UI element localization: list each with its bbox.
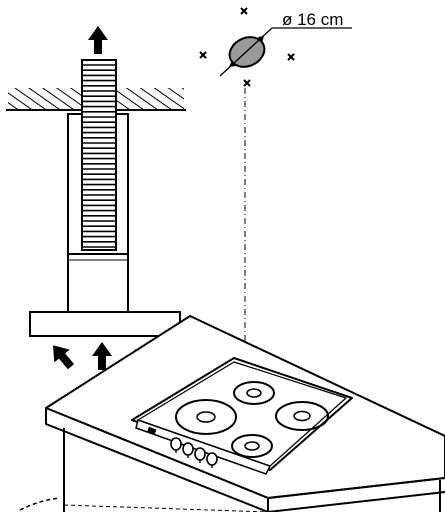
dimension-line [219, 27, 273, 77]
cooking-zone [175, 399, 237, 435]
hob-indicator [147, 426, 157, 435]
hood-canopy [29, 311, 181, 337]
control-knob-icon [206, 452, 218, 468]
lower-chimney-section [67, 253, 129, 313]
floor-line [19, 497, 61, 511]
hob-control-knobs [170, 437, 218, 468]
hob-control-strip [135, 419, 272, 475]
fixing-point-icon [243, 79, 251, 87]
fixing-point-icon [287, 53, 295, 61]
control-knob-icon [170, 437, 182, 453]
up-arrow-icon [88, 26, 108, 54]
flexible-duct [81, 59, 117, 251]
duct-diameter-label: ø 16 cm [282, 10, 343, 29]
intake-arrow-icon [53, 345, 75, 370]
electric-hob [131, 357, 353, 475]
cooking-zone [275, 401, 329, 431]
control-knob-icon [194, 447, 206, 463]
intake-arrow-icon [92, 342, 112, 370]
fixing-point-icon [199, 51, 207, 59]
cooking-zone [233, 381, 275, 405]
control-knob-icon [182, 442, 194, 458]
worktop-front-edge [45, 407, 269, 512]
ceiling-duct-hole: ø 16 cm [199, 7, 352, 87]
cooking-zone [231, 434, 273, 458]
fixing-point-icon [240, 7, 248, 15]
